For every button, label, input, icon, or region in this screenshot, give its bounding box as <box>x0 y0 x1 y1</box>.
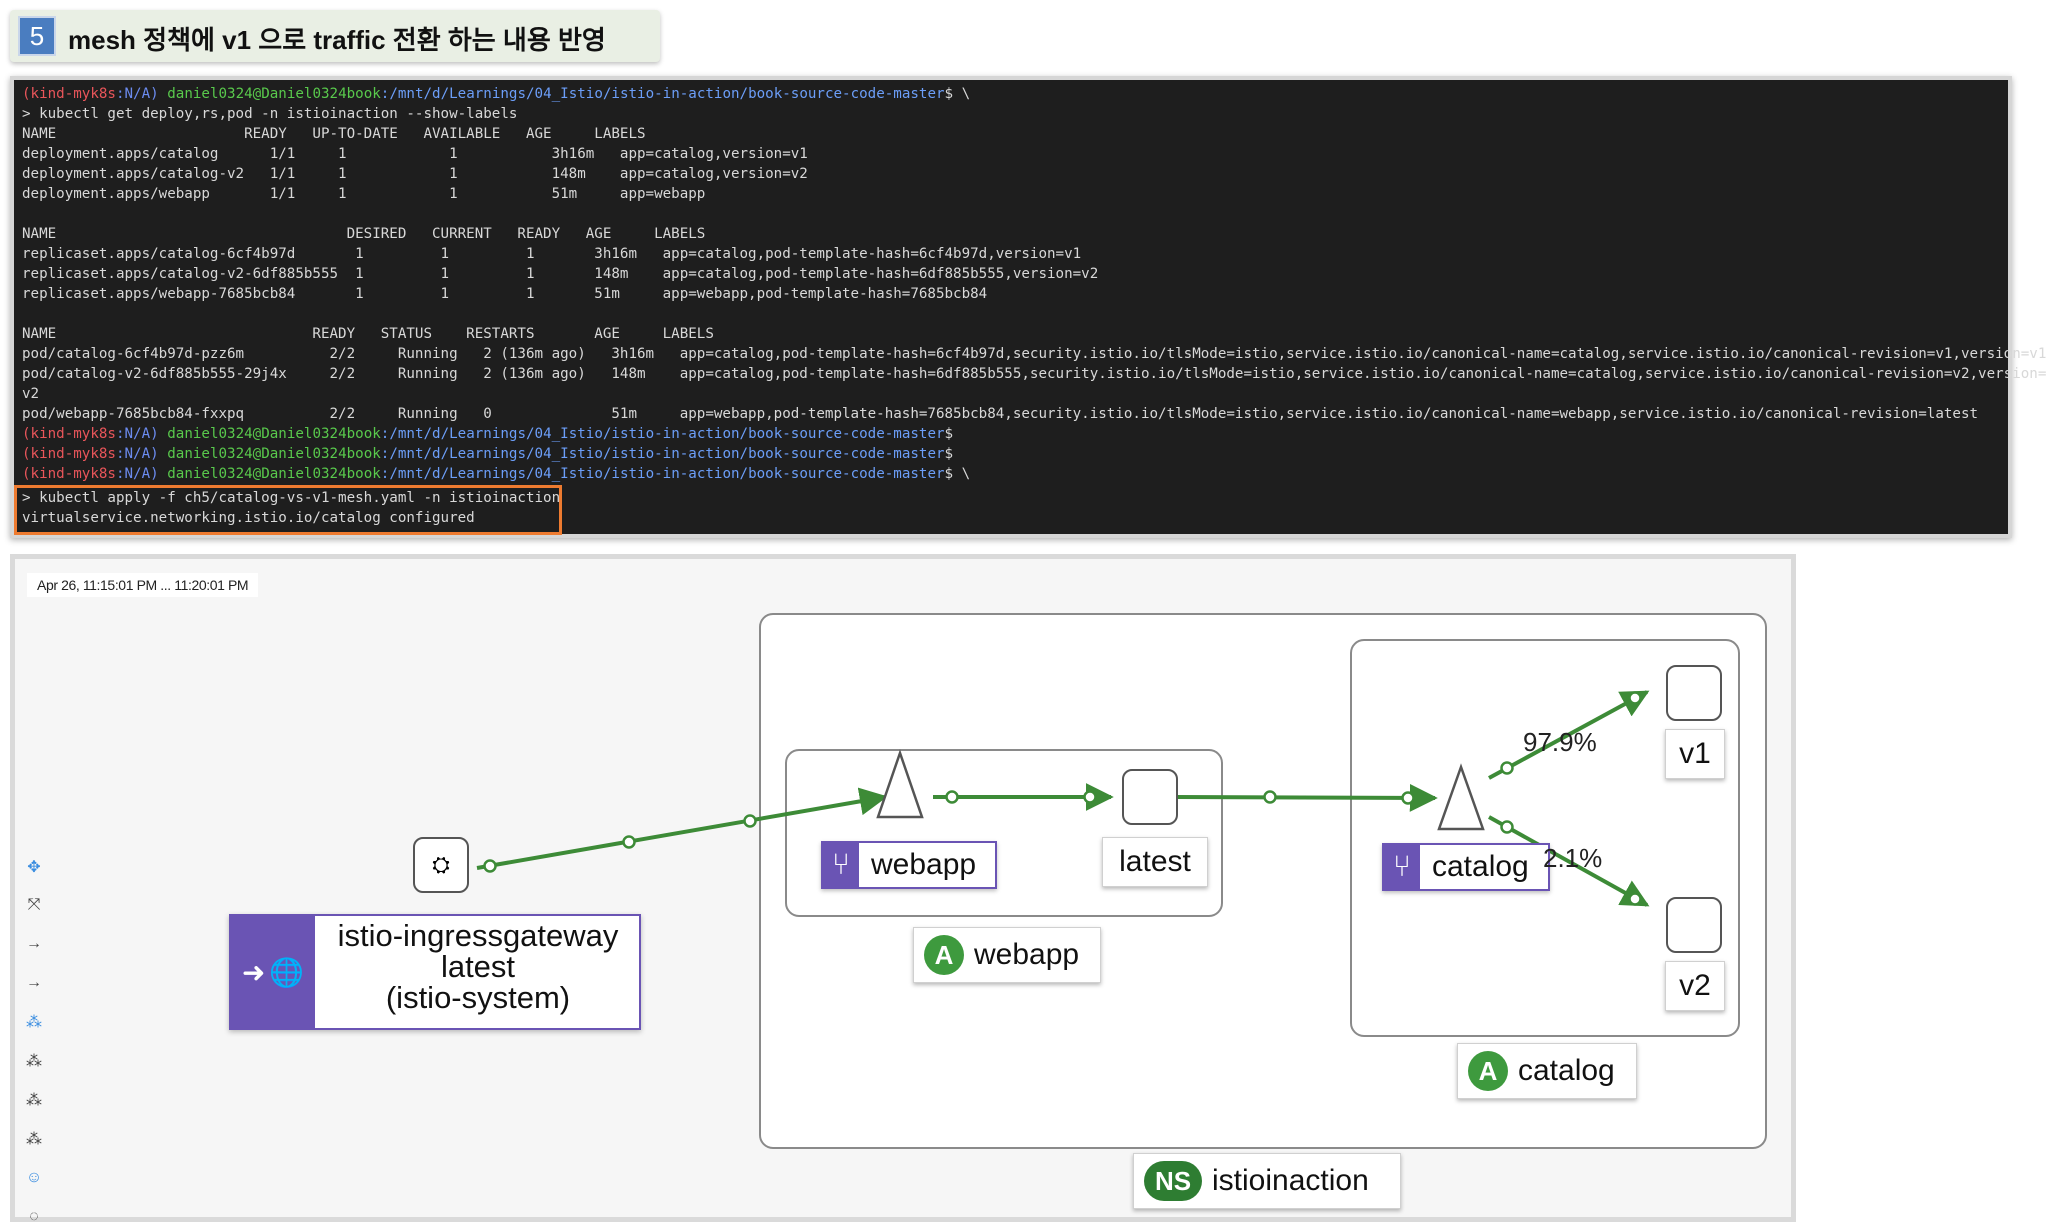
ingress-namespace: (istio-system) <box>385 980 571 1015</box>
pod-table-row-wrap: v2 <box>22 386 40 402</box>
arrow-right-icon[interactable]: → <box>26 974 42 991</box>
prompt-context: (kind-myk8s <box>22 446 116 462</box>
webapp-latest-label: latest <box>1102 837 1208 887</box>
network-icon: ⛭ <box>432 852 450 877</box>
prompt-path: :/mnt/d/Learnings/04_Istio/istio-in-acti… <box>380 426 945 442</box>
pod-table-row: pod/catalog-6cf4b97d-pzz6m 2/2 Running 2… <box>22 346 2046 362</box>
pod-table-row: pod/catalog-v2-6df885b555-29j4x 2/2 Runn… <box>22 366 2046 382</box>
deploy-table-row: deployment.apps/catalog-v2 1/1 1 1 148m … <box>22 166 808 182</box>
edge-webapp-to-catalog <box>1174 783 1438 812</box>
ingress-workload-node[interactable]: ⛭ <box>413 837 469 893</box>
traffic-pct-v2: 2.1% <box>1543 843 1603 873</box>
edge-ingress-to-webapp <box>476 787 888 870</box>
webapp-app-label[interactable]: A webapp <box>913 927 1101 983</box>
prompt-path: :/mnt/d/Learnings/04_Istio/istio-in-acti… <box>380 466 945 482</box>
ingress-name: istio-ingressgateway <box>337 918 619 953</box>
catalog-v1-label: v1 <box>1665 729 1725 779</box>
webapp-service-node <box>876 749 924 819</box>
prompt-context: (kind-myk8s <box>22 86 116 102</box>
catalog-v1-node[interactable] <box>1666 665 1722 721</box>
rs-table-row: replicaset.apps/catalog-v2-6df885b555 1 … <box>22 266 1099 282</box>
webapp-service-name: webapp <box>871 848 977 881</box>
pod-table-header: NAME READY STATUS RESTARTS AGE LABELS <box>22 326 714 342</box>
fit-icon[interactable]: ⤧ <box>27 896 41 913</box>
catalog-v2-node[interactable] <box>1666 897 1722 953</box>
pod-table-row: pod/webapp-7685bcb84-fxxpq 2/2 Running 0… <box>22 406 1979 422</box>
rs-table-header: NAME DESIRED CURRENT READY AGE LABELS <box>22 226 706 242</box>
webapp-app-name: webapp <box>974 938 1080 971</box>
catalog-app-label[interactable]: A catalog <box>1457 1043 1637 1099</box>
arrow-circle-icon: ➜ <box>241 956 266 988</box>
prompt-user-host: daniel0324@Daniel0324book <box>167 86 381 102</box>
section-title: mesh 정책에 v1 으로 traffic 전환 하는 내용 반영 <box>68 25 606 55</box>
catalog-app-name: catalog <box>1518 1054 1615 1087</box>
catalog-service-label[interactable]: ⑂ catalog <box>1382 843 1550 891</box>
step-number-badge: 5 <box>18 16 56 56</box>
graph-edges <box>476 690 1650 907</box>
terminal-prompt-line: (kind-myk8s:N/A) daniel0324@Daniel0324bo… <box>22 444 953 464</box>
terminal-prompt-line: (kind-myk8s:N/A) daniel0324@Daniel0324bo… <box>22 424 953 444</box>
prompt-user-host: daniel0324@Daniel0324book <box>167 446 381 462</box>
ingress-version: latest <box>440 949 516 984</box>
globe-icon: 🌐 <box>269 956 305 988</box>
layout-icon[interactable]: ⁂ <box>26 1053 42 1070</box>
prompt-context: (kind-myk8s <box>22 466 116 482</box>
terminal-prompt-line: (kind-myk8s:N/A) daniel0324@Daniel0324bo… <box>22 84 970 104</box>
terminal-prompt-line: (kind-myk8s:N/A) daniel0324@Daniel0324bo… <box>22 464 970 484</box>
edge-catalog-to-v2 <box>1488 815 1650 907</box>
prompt-path: :/mnt/d/Learnings/04_Istio/istio-in-acti… <box>380 86 945 102</box>
traffic-pct-v1: 97.9% <box>1523 727 1597 757</box>
arrow-right-icon[interactable]: → <box>26 935 42 952</box>
app-badge: A <box>1468 1051 1508 1091</box>
deploy-table-header: NAME READY UP-TO-DATE AVAILABLE AGE LABE… <box>22 126 646 142</box>
section-header: 5 mesh 정책에 v1 으로 traffic 전환 하는 내용 반영 <box>10 10 660 62</box>
prompt-na: :N/A) <box>115 446 159 462</box>
prompt-user-host: daniel0324@Daniel0324book <box>167 426 381 442</box>
rs-table-row: replicaset.apps/catalog-6cf4b97d 1 1 1 3… <box>22 246 1082 262</box>
catalog-service-name: catalog <box>1432 850 1529 883</box>
legend-icon[interactable]: ☺ <box>25 1169 43 1186</box>
catalog-v2-label: v2 <box>1665 961 1725 1011</box>
catalog-service-node <box>1437 763 1485 831</box>
webapp-service-label[interactable]: ⑂ webapp <box>821 841 997 889</box>
terminal-command-apply: > kubectl apply -f ch5/catalog-vs-v1-mes… <box>22 490 561 506</box>
ns-badge: NS <box>1144 1161 1202 1201</box>
prompt-na: :N/A) <box>115 466 159 482</box>
app-badge: A <box>924 935 964 975</box>
prompt-suffix: $ \ <box>944 466 971 482</box>
ingress-gateway-label[interactable]: ➜🌐 istio-ingressgateway latest (istio-sy… <box>229 914 641 1030</box>
branch-icon: ⑂ <box>1384 845 1420 889</box>
gateway-icon: ➜🌐 <box>231 916 315 1028</box>
prompt-context: (kind-myk8s <box>22 426 116 442</box>
branch-icon: ⑂ <box>823 843 859 887</box>
namespace-label[interactable]: NS istioinaction <box>1133 1153 1401 1209</box>
prompt-path: :/mnt/d/Learnings/04_Istio/istio-in-acti… <box>380 446 945 462</box>
command-highlight-box <box>14 485 562 535</box>
prompt-na: :N/A) <box>115 426 159 442</box>
prompt-na: :N/A) <box>115 86 159 102</box>
prompt-suffix: $ <box>944 446 954 462</box>
time-range-label: Apr 26, 11:15:01 PM ... 11:20:01 PM <box>27 573 259 597</box>
kiali-graph-panel[interactable]: Apr 26, 11:15:01 PM ... 11:20:01 PM ✥ ⤧ … <box>10 554 1796 1225</box>
layout-icon[interactable]: ⁂ <box>26 1092 42 1109</box>
move-icon[interactable]: ✥ <box>27 859 41 876</box>
extra-icon[interactable]: ◌ <box>29 1208 39 1225</box>
layout-icon[interactable]: ⁂ <box>26 1131 42 1148</box>
deploy-table-row: deployment.apps/webapp 1/1 1 1 51m app=w… <box>22 186 706 202</box>
namespace-name: istioinaction <box>1212 1164 1369 1197</box>
terminal-apply-result: virtualservice.networking.istio.io/catal… <box>22 510 475 526</box>
edge-catalog-to-v1 <box>1488 690 1650 780</box>
prompt-user-host: daniel0324@Daniel0324book <box>167 466 381 482</box>
prompt-suffix: $ <box>944 426 954 442</box>
rs-table-row: replicaset.apps/webapp-7685bcb84 1 1 1 5… <box>22 286 988 302</box>
webapp-latest-node[interactable] <box>1122 769 1178 825</box>
terminal-command-get: > kubectl get deploy,rs,pod -n istioinac… <box>22 106 518 122</box>
terminal-window[interactable]: (kind-myk8s:N/A) daniel0324@Daniel0324bo… <box>10 76 2046 538</box>
deploy-table-row: deployment.apps/catalog 1/1 1 1 3h16m ap… <box>22 146 808 162</box>
layout-icon[interactable]: ⁂ <box>26 1014 42 1031</box>
prompt-suffix: $ \ <box>944 86 971 102</box>
